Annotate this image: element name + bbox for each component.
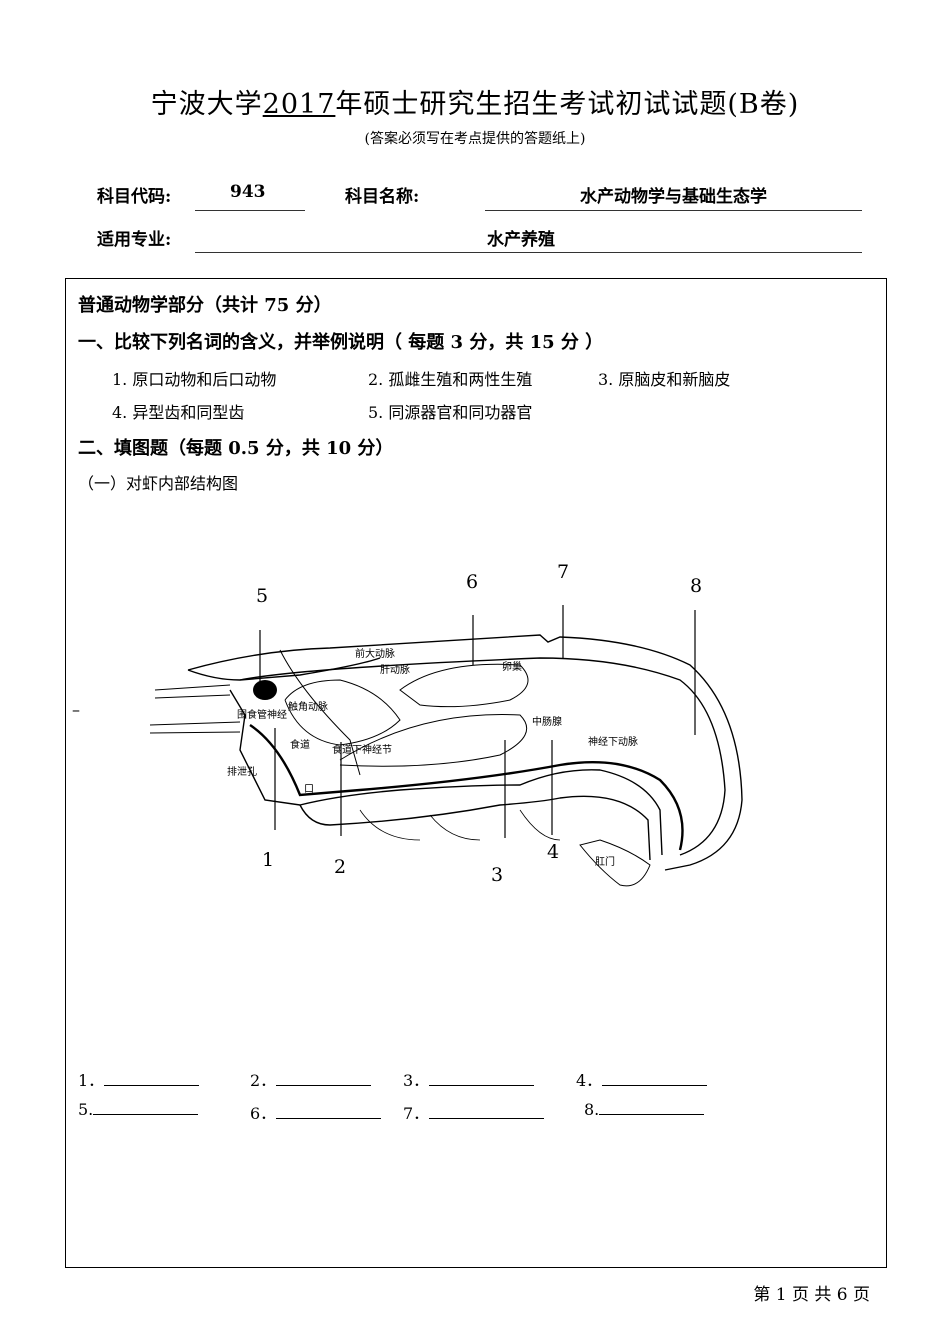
label: 排泄孔 <box>227 765 257 778</box>
label: 肛门 <box>595 855 615 868</box>
figure-number-7: 7 <box>557 561 569 583</box>
q2-title: 二、填图题（每题 0.5 分，共 10 分） <box>78 438 394 459</box>
q1-item: 1. 原口动物和后口动物 <box>112 370 277 389</box>
q1-item: 5. 同源器官和同功器官 <box>368 403 533 422</box>
question-box <box>65 278 887 1268</box>
label: 围食管神经 <box>237 708 287 721</box>
label: 肝动脉 <box>380 663 410 676</box>
figure-number-1: 1 <box>262 849 274 871</box>
figure-caption: （一）对虾内部结构图 <box>78 474 239 493</box>
label: 卵巢 <box>502 660 522 673</box>
label: 神经下动脉 <box>588 735 638 748</box>
answer-note: (答案必须写在考点提供的答题纸上) <box>364 131 586 147</box>
figure-number-4: 4 <box>547 841 559 863</box>
page-number: 第 1 页 共 6 页 <box>753 1285 870 1305</box>
figure-number-5: 5 <box>256 585 268 607</box>
answer-blank-3: 3． <box>403 1067 535 1091</box>
answer-blank-7: 7． <box>403 1100 545 1124</box>
answer-blank-1: 1． <box>78 1067 200 1091</box>
label: 前大动脉 <box>355 647 395 660</box>
margin-mark: – <box>72 700 80 719</box>
answer-blank-2: 2． <box>250 1067 372 1091</box>
subject-code: 943 <box>230 182 266 202</box>
figure-number-8: 8 <box>690 575 702 597</box>
label: 口 <box>304 784 314 795</box>
shrimp-diagram: 5 6 7 8 1 2 3 4 前大动脉 肝动脉 卵巢 触角动脉 中肠腺 围食管… <box>149 561 743 887</box>
answer-blank-4: 4． <box>576 1067 708 1091</box>
q1-item: 4. 异型齿和同型齿 <box>112 403 245 422</box>
name-label: 科目名称: <box>345 187 420 207</box>
label: 食道下神经节 <box>332 743 392 756</box>
major: 水产养殖 <box>487 230 555 250</box>
major-label: 适用专业: <box>97 230 172 250</box>
figure-number-2: 2 <box>334 856 346 878</box>
figure-number-6: 6 <box>466 571 478 593</box>
label: 食道 <box>290 738 310 751</box>
page-title: 宁波大学2017年硕士研究生招生考试初试试题(B卷) <box>150 89 800 120</box>
q1-title: 一、比较下列名词的含义，并举例说明（ 每题 3 分，共 15 分 ） <box>78 332 604 353</box>
answer-blank-5: 5. <box>78 1100 199 1119</box>
brain-mark <box>253 680 277 700</box>
answer-blank-8: 8. <box>584 1100 705 1119</box>
figure-number-3: 3 <box>491 864 503 886</box>
subject-name: 水产动物学与基础生态学 <box>580 187 767 207</box>
q1-item: 3. 原脑皮和新脑皮 <box>598 370 731 389</box>
q1-item: 2. 孤雌生殖和两性生殖 <box>368 370 533 389</box>
label: 触角动脉 <box>288 700 328 713</box>
part-title: 普通动物学部分（共计 75 分） <box>78 295 332 316</box>
code-label: 科目代码: <box>97 187 172 207</box>
answer-blank-6: 6． <box>250 1100 382 1124</box>
label: 中肠腺 <box>532 715 562 728</box>
